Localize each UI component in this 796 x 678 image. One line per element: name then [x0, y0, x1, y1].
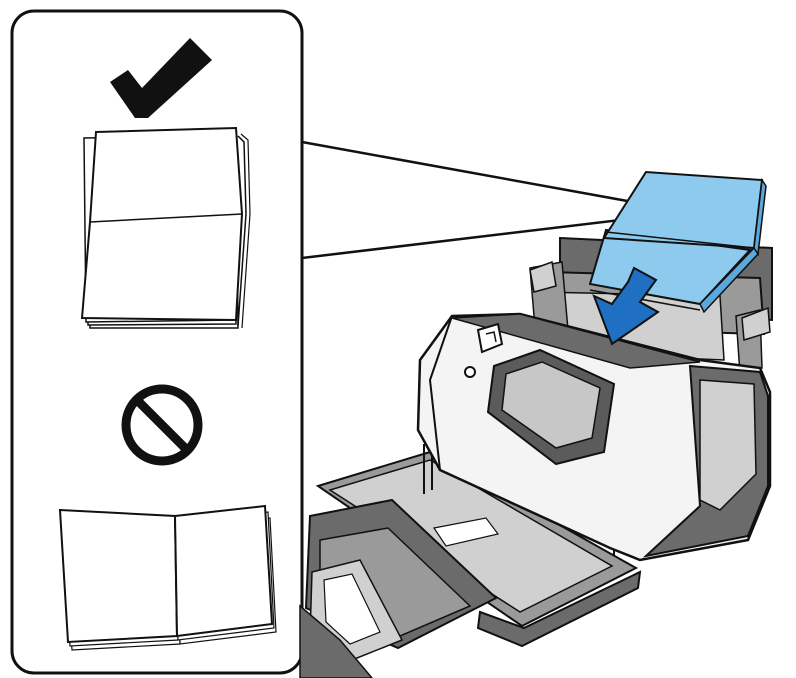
- incorrect-document-stack: [58, 504, 277, 651]
- callout-lines: [301, 140, 656, 260]
- down-arrow-icon: [592, 266, 660, 346]
- prohibited-icon: [121, 384, 203, 466]
- scanner: [299, 170, 773, 678]
- example-panel: [10, 9, 304, 675]
- output-tray: [299, 440, 642, 678]
- blue-document: [588, 170, 767, 314]
- checkmark-icon: [110, 38, 212, 118]
- edge-guides: [529, 260, 771, 341]
- status-light: [464, 366, 476, 378]
- scanner-body: [416, 312, 772, 562]
- correct-document-stack: [80, 126, 251, 329]
- power-button: [476, 322, 504, 354]
- lcd-screen: [486, 348, 616, 466]
